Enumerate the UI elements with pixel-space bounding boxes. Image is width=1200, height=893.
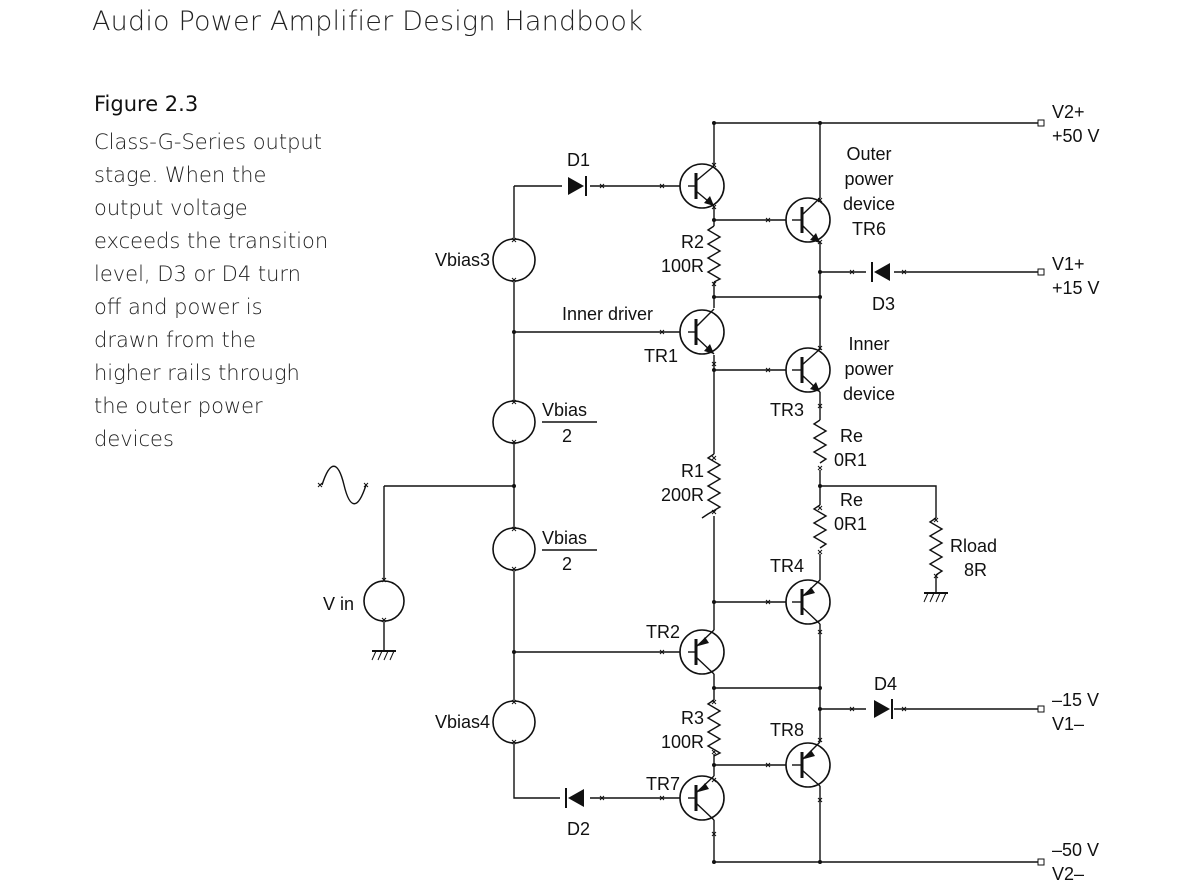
caption-line: output voltage [94, 196, 248, 220]
transistor-tr2 [679, 629, 725, 675]
outer-power-line: Outer [846, 144, 891, 164]
label-tr2: TR2 [646, 622, 680, 642]
vbias-half-bottom-den: 2 [562, 554, 572, 574]
source-vbias-half-top [492, 400, 536, 444]
label-tr4: TR4 [770, 556, 804, 576]
caption-line: higher rails through [94, 361, 300, 385]
ground-rload-icon [923, 592, 948, 603]
rail-v2minus-name: V2– [1052, 864, 1084, 884]
circuit-wires [383, 122, 1038, 863]
figure-label: Figure 2.3 [94, 92, 199, 116]
label-inner-power-device: Inner power device [843, 334, 895, 404]
label-inner-driver: Inner driver [562, 304, 653, 324]
label-tr8: TR8 [770, 720, 804, 740]
source-vbias-half-bottom [492, 527, 536, 571]
transistor-tr3 [785, 347, 831, 393]
junction-dots [512, 121, 822, 864]
label-rload-name: Rload [950, 536, 997, 556]
ground-vin-icon [371, 650, 396, 661]
transistor-tr6 [785, 197, 831, 244]
label-vbias3: Vbias3 [435, 250, 490, 270]
label-vin: V in [323, 594, 354, 614]
source-vbias3 [492, 238, 536, 282]
diode-d2 [565, 788, 584, 808]
label-re-bottom-value: 0R1 [834, 514, 867, 534]
diode-d1 [568, 176, 587, 196]
label-vbias-half-top: Vbias 2 [542, 400, 597, 446]
vbias-half-top-den: 2 [562, 426, 572, 446]
outer-power-line: power [844, 169, 893, 189]
page-header: Audio Power Amplifier Design Handbook [92, 6, 643, 37]
label-r1-name: R1 [681, 461, 704, 481]
caption-line: Class-G-Series output [94, 130, 322, 154]
label-re-bottom-name: Re [840, 490, 863, 510]
label-tr7: TR7 [646, 774, 680, 794]
inner-power-line: power [844, 359, 893, 379]
label-re-top-value: 0R1 [834, 450, 867, 470]
vbias-half-bottom-num: Vbias [542, 528, 587, 548]
inner-power-line: device [843, 384, 895, 404]
rail-v1minus-name: V1– [1052, 714, 1084, 734]
caption-line: off and power is [94, 295, 263, 319]
rail-terminals [1037, 119, 1045, 866]
sine-wave-icon [321, 465, 367, 505]
rail-v2minus-voltage: –50 V [1052, 840, 1099, 860]
label-d4: D4 [874, 674, 897, 694]
vbias-half-top-num: Vbias [542, 400, 587, 420]
label-re-top-name: Re [840, 426, 863, 446]
resistor-r2 [706, 225, 722, 283]
rail-v2plus-voltage: +50 V [1052, 126, 1100, 146]
resistor-re-top [812, 419, 828, 464]
transistor-tr8 [785, 741, 831, 788]
source-vin [363, 580, 405, 622]
label-r2-name: R2 [681, 232, 704, 252]
rail-v2plus-name: V2+ [1052, 102, 1085, 122]
transistor-tr4 [785, 579, 831, 625]
transistor-tr1 [679, 308, 725, 355]
label-outer-power-device: Outer power device TR6 [843, 144, 895, 239]
label-d2: D2 [567, 819, 590, 839]
rail-v1plus-voltage: +15 V [1052, 278, 1100, 298]
transistor-upper-driver [679, 163, 725, 209]
caption-line: level, D3 or D4 turn [94, 262, 301, 286]
caption-line: stage. When the [94, 163, 267, 187]
caption-line: the outer power [94, 394, 263, 418]
rail-v1plus-name: V1+ [1052, 254, 1085, 274]
source-vbias4 [492, 700, 536, 744]
label-r2-value: 100R [661, 256, 704, 276]
diode-d4 [874, 699, 893, 719]
label-r1-value: 200R [661, 485, 704, 505]
label-vbias-half-bottom: Vbias 2 [542, 528, 597, 574]
label-d3: D3 [872, 294, 895, 314]
resistor-re-bottom [812, 504, 828, 549]
label-tr6: TR6 [852, 219, 886, 239]
transistor-tr7 [679, 775, 725, 821]
label-r3-name: R3 [681, 708, 704, 728]
label-tr3: TR3 [770, 400, 804, 420]
connection-markers [317, 162, 939, 837]
label-tr1: TR1 [644, 346, 678, 366]
caption-line: exceeds the transition [94, 229, 329, 253]
resistor-r3 [706, 699, 722, 757]
caption-line: devices [94, 427, 174, 451]
label-rload-value: 8R [964, 560, 987, 580]
outer-power-line: device [843, 194, 895, 214]
rail-labels: V2+ +50 V V1+ +15 V –15 V V1– –50 V V2– [1052, 102, 1100, 884]
figure-caption: Class-G-Series output stage. When the ou… [94, 126, 329, 456]
inner-power-line: Inner [848, 334, 889, 354]
caption-line: drawn from the [94, 328, 257, 352]
rail-v1minus-voltage: –15 V [1052, 690, 1099, 710]
label-d1: D1 [567, 150, 590, 170]
resistor-rload [928, 517, 944, 576]
diode-d3 [871, 262, 890, 282]
label-r3-value: 100R [661, 732, 704, 752]
resistor-r1 [701, 453, 722, 519]
label-vbias4: Vbias4 [435, 712, 490, 732]
